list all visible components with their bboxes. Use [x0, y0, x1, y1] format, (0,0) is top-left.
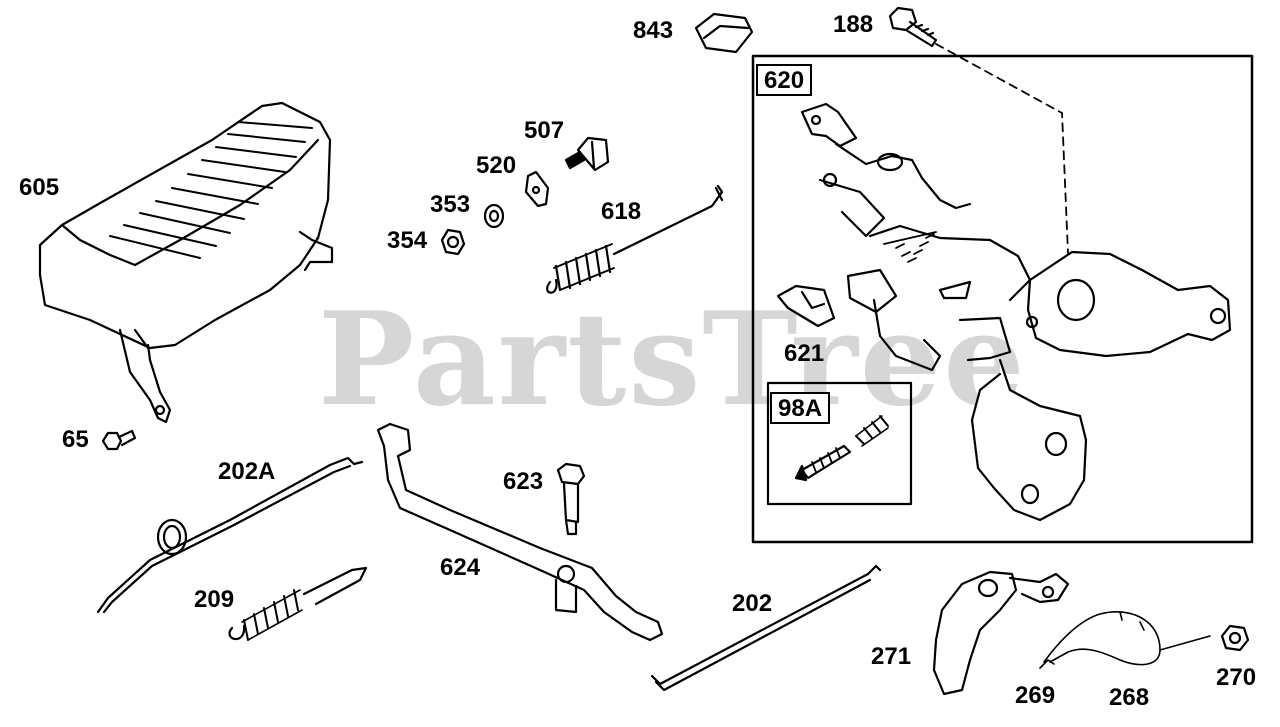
part-620-control-bracket: [800, 102, 1232, 522]
part-268-269-cable: [1039, 610, 1211, 669]
part-354-nut: [440, 228, 466, 256]
leader-188: [935, 43, 1069, 254]
part-98a-screw-spring: [794, 415, 889, 482]
callout-271: 271: [871, 643, 912, 670]
callout-624: 624: [440, 554, 481, 581]
part-353-washer: [483, 203, 505, 229]
part-507-fitting: [564, 136, 610, 172]
callout-269: 269: [1015, 682, 1056, 709]
callout-98a: 98A: [770, 392, 831, 425]
part-605-guard: [38, 101, 334, 424]
part-202a-rod: [96, 456, 364, 614]
callout-621: 621: [784, 340, 825, 367]
part-624-lever: [376, 422, 664, 642]
callout-354: 354: [387, 227, 428, 254]
callout-605: 605: [19, 174, 60, 201]
callout-353: 353: [430, 191, 471, 218]
part-618-spring: [546, 184, 724, 294]
callout-618: 618: [601, 198, 642, 225]
part-520-bracket: [524, 170, 550, 208]
callout-843: 843: [633, 17, 674, 44]
callout-620: 620: [756, 64, 813, 97]
callout-209: 209: [194, 586, 235, 613]
callout-268: 268: [1109, 684, 1150, 711]
assembly-98a-frame: [766, 381, 913, 506]
part-843-clip: [694, 12, 754, 54]
part-202-rod: [650, 564, 882, 692]
callout-507: 507: [524, 117, 565, 144]
part-621-clip: [776, 284, 836, 328]
part-188-screw: [888, 6, 938, 48]
part-271-lever: [932, 570, 1070, 696]
part-270-nut: [1220, 624, 1250, 652]
callout-270: 270: [1216, 664, 1257, 691]
callout-202: 202: [732, 590, 773, 617]
callout-65: 65: [62, 426, 89, 453]
part-209-spring: [228, 566, 368, 641]
callout-202a: 202A: [218, 458, 276, 485]
part-623-bolt: [556, 462, 586, 536]
callout-188: 188: [833, 11, 874, 38]
callout-520: 520: [476, 152, 517, 179]
part-65-bolt: [101, 429, 137, 451]
callout-623: 623: [503, 468, 544, 495]
assembly-620-frame: [751, 54, 1254, 544]
